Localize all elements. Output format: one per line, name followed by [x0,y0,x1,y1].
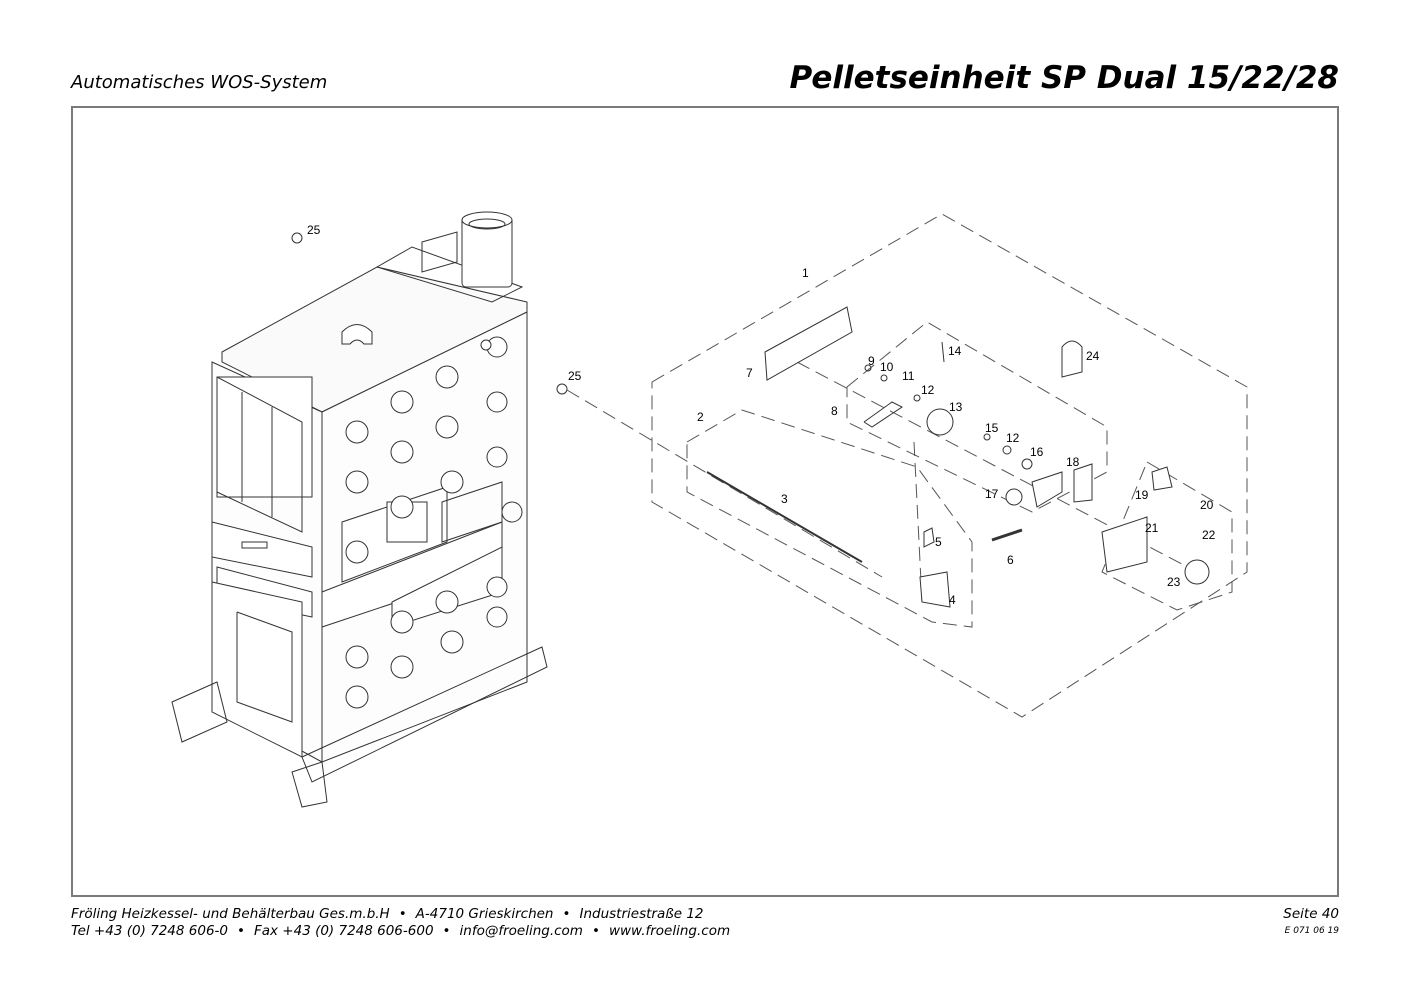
document-code: E 071 06 19 [1284,926,1339,936]
callout-6: 6 [1007,553,1014,567]
callout-15: 15 [985,421,999,435]
page-number: Seite 40 [1283,906,1339,922]
footer-bullet: • [562,906,571,922]
footer-bullet: • [591,923,600,939]
callout-23: 23 [1167,575,1181,589]
document-subtitle: Automatisches WOS-System [71,72,328,93]
drawing-frame: 1 2 3 4 5 6 7 8 9 10 11 12 12 13 14 15 1… [71,106,1339,897]
footer-company: Fröling Heizkessel- und Behälterbau Ges.… [71,906,390,922]
footer-city: A-4710 Grieskirchen [415,906,554,922]
callout-25: 25 [568,369,582,383]
callout-5: 5 [935,535,942,549]
callout-25: 25 [307,223,321,237]
footer-bullet: • [442,923,451,939]
callout-12: 12 [921,383,935,397]
callout-9: 9 [868,354,875,368]
callout-2: 2 [697,410,704,424]
footer-contact-line: Tel +43 (0) 7248 606-0 • Fax +43 (0) 7248 … [71,923,730,939]
callout-7: 7 [746,366,753,380]
callout-4: 4 [949,593,956,607]
callout-17: 17 [985,487,999,501]
callout-22: 22 [1202,528,1216,542]
callout-13: 13 [949,400,963,414]
callout-12: 12 [1006,431,1020,445]
footer-web: www.froeling.com [608,923,731,939]
callout-16: 16 [1030,445,1044,459]
boiler-unit-illustration [171,211,548,808]
callout-14: 14 [948,344,962,358]
document-title: Pelletseinheit SP Dual 15/22/28 [789,60,1339,96]
footer-email: info@froeling.com [459,923,583,939]
callout-10: 10 [880,360,894,374]
callout-20: 20 [1200,498,1214,512]
footer-tel: Tel +43 (0) 7248 606-0 [71,923,228,939]
footer-address-line: Fröling Heizkessel- und Behälterbau Ges.… [71,906,704,922]
callout-24: 24 [1086,349,1100,363]
exploded-view-drawing: 1 2 3 4 5 6 7 8 9 10 11 12 12 13 14 15 1… [171,211,1248,808]
footer-fax: Fax +43 (0) 7248 606-600 [253,923,434,939]
footer-bullet: • [237,923,245,939]
footer-bullet: • [398,906,407,922]
callout-11: 11 [902,369,915,383]
assembly-outlines [566,213,1248,718]
callout-3: 3 [781,492,788,506]
exploded-parts-illustration [706,306,1210,608]
callout-19: 19 [1135,488,1149,502]
callout-18: 18 [1066,455,1080,469]
heat-exchanger-openings [291,232,568,709]
callout-21: 21 [1145,521,1159,535]
callout-8: 8 [831,404,838,418]
part-callouts: 1 2 3 4 5 6 7 8 9 10 11 12 12 13 14 15 1… [307,223,1216,607]
footer-street: Industriestraße 12 [579,906,704,922]
callout-1: 1 [802,266,809,280]
